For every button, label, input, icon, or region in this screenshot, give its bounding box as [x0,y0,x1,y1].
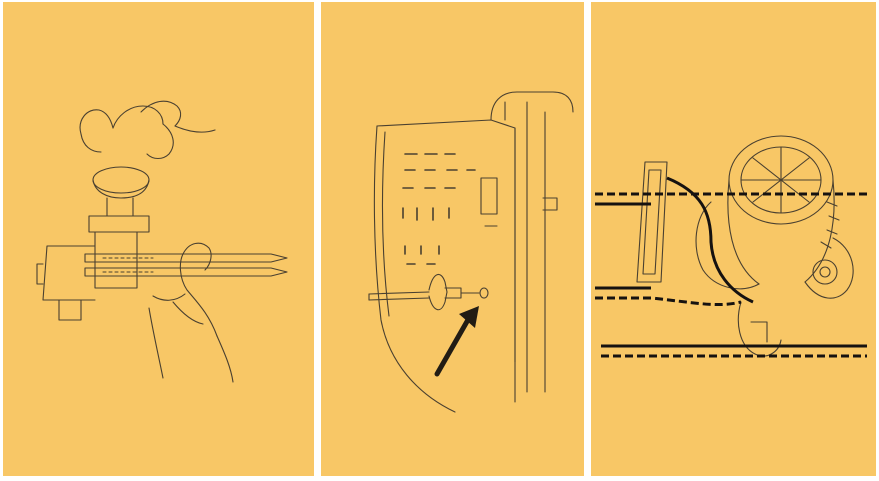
panel-twin-needle [3,2,314,476]
bobbin-winder-illustration [321,2,584,476]
panel-bobbin-winder [321,2,584,476]
thread-guide-illustration [591,2,876,476]
panel-thread-guide [591,2,876,476]
dashed-divider [585,0,589,481]
dashed-divider [316,0,320,481]
twin-needle-illustration [3,2,314,476]
